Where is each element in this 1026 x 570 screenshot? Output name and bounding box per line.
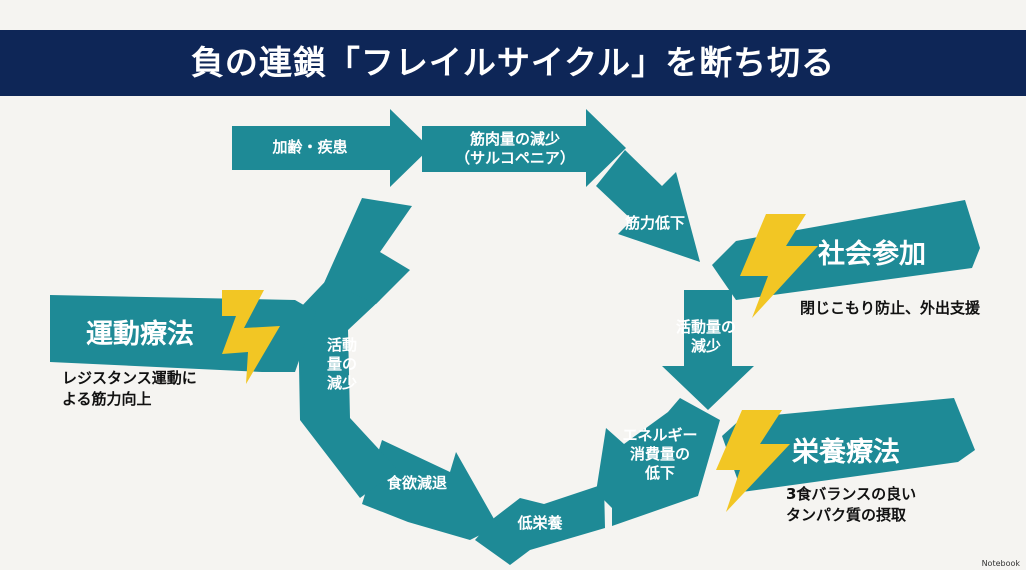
arrow-activity-left — [298, 266, 398, 498]
lightning-bolt-icon — [222, 290, 280, 384]
lightning-bolt-icon — [716, 410, 790, 512]
arrow-muscle-loss — [422, 109, 626, 187]
arrow-activity-right — [662, 290, 754, 410]
social-participation-title: 社会参加 — [818, 239, 926, 270]
label-activity-right-line2: 減少 — [690, 337, 721, 355]
arrow-appetite — [362, 440, 498, 540]
label-muscle-loss: 筋肉量の減少 （サルコペニア） — [440, 130, 590, 168]
label-activity-left-line2: 量の — [326, 355, 357, 373]
label-activity-left: 活動 量の 減少 — [322, 336, 362, 393]
label-activity-right: 活動量の 減少 — [656, 318, 756, 356]
nutrition-therapy-desc: 3食バランスの良い タンパク質の摂取 — [786, 484, 916, 526]
label-energy-line2: 消費量の — [629, 445, 690, 463]
exercise-desc-line2: よる筋力向上 — [62, 390, 152, 408]
lightning-bolt-icon — [740, 214, 818, 318]
nutrition-desc-line1: 3食バランスの良い — [786, 485, 917, 503]
label-aging: 加齢・疾患 — [272, 138, 348, 156]
label-low-nutrition: 低栄養 — [517, 514, 563, 532]
nutrition-desc-line2: タンパク質の摂取 — [786, 506, 907, 524]
exercise-therapy-title: 運動療法 — [86, 319, 194, 350]
social-participation-desc: 閉じこもり防止、外出支援 — [800, 298, 980, 319]
label-appetite: 食欲減退 — [386, 474, 447, 492]
arrow-aging — [232, 109, 430, 187]
label-activity-left-line3: 減少 — [326, 374, 357, 392]
label-muscle-loss-line1: 筋肉量の減少 — [469, 130, 560, 148]
arrow-energy — [596, 398, 720, 526]
label-muscle-loss-line2: （サルコペニア） — [455, 149, 575, 167]
arrow-upper-left — [320, 198, 412, 304]
exercise-desc-line1: レジスタンス運動に — [62, 369, 197, 387]
social-desc-line1: 閉じこもり防止、外出支援 — [800, 299, 981, 317]
page-title: 負の連鎖「フレイルサイクル」を断ち切る — [190, 43, 836, 82]
label-energy-line3: 低下 — [644, 464, 675, 482]
label-strength: 筋力低下 — [624, 214, 685, 232]
label-activity-left-line1: 活動 — [326, 336, 357, 354]
label-energy-line1: エネルギー — [622, 426, 698, 444]
exercise-therapy-desc: レジスタンス運動に よる筋力向上 — [62, 368, 197, 410]
arrow-low-nutrition — [475, 484, 605, 565]
arrow-strength — [596, 150, 700, 262]
title-banner: 負の連鎖「フレイルサイクル」を断ち切る — [0, 30, 1026, 96]
nutrition-banner — [722, 398, 975, 492]
label-energy: エネルギー 消費量の 低下 — [610, 426, 710, 483]
label-activity-right-line1: 活動量の — [675, 318, 736, 336]
watermark: Notebook — [981, 559, 1020, 568]
nutrition-therapy-title: 栄養療法 — [792, 437, 900, 468]
